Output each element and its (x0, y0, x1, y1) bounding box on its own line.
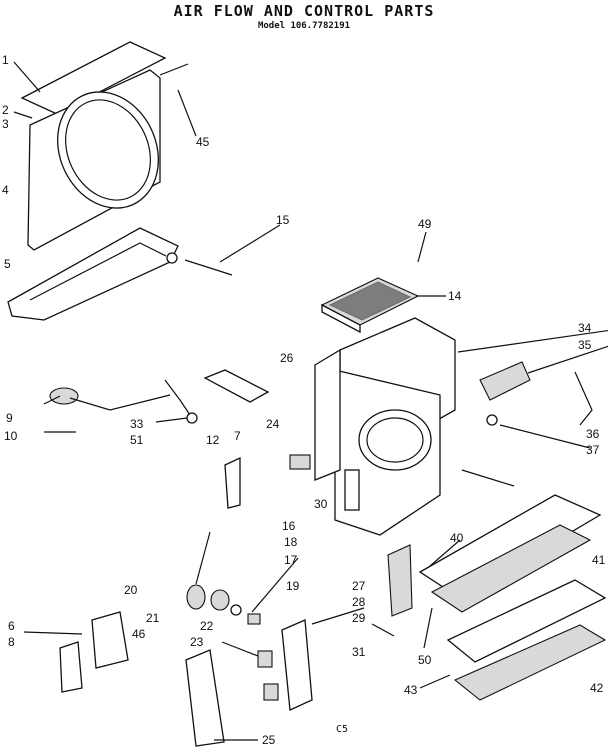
callout-12: 12 (206, 433, 220, 447)
callout-33: 33 (130, 417, 144, 431)
callout-36: 36 (586, 427, 600, 441)
center-housing (314, 317, 456, 536)
diagram-title: AIR FLOW AND CONTROL PARTS (173, 2, 435, 20)
knob-assembly (186, 584, 261, 625)
callout-18: 18 (284, 535, 298, 549)
callout-45: 45 (196, 135, 210, 149)
callout-31: 31 (352, 645, 366, 659)
front-grille-panel (20, 41, 189, 251)
mounting-bracket (203, 369, 311, 509)
callout-9: 9 (6, 411, 13, 425)
callout-43: 43 (404, 683, 418, 697)
filter-grille (320, 277, 420, 334)
callout-14: 14 (448, 289, 462, 303)
callout-50: 50 (418, 653, 432, 667)
callout-6: 6 (8, 619, 15, 633)
callout-4: 4 (2, 183, 9, 197)
callout-37: 37 (586, 443, 600, 457)
callout-labels: 1 2 3 4 5 45 15 49 14 34 35 26 36 37 9 1… (2, 53, 606, 747)
callout-42: 42 (590, 681, 604, 695)
callout-49: 49 (418, 217, 432, 231)
callout-5: 5 (4, 257, 11, 271)
base-pan (7, 227, 233, 321)
callout-27: 27 (352, 579, 366, 593)
control-bracket (479, 361, 593, 426)
callout-34: 34 (578, 321, 592, 335)
shaft-guard (185, 649, 279, 747)
control-cover (59, 611, 129, 693)
callout-29: 29 (352, 611, 366, 625)
callout-17: 17 (284, 553, 298, 567)
leader-lines (13, 61, 608, 741)
callout-26: 26 (280, 351, 294, 365)
callout-10: 10 (4, 429, 18, 443)
callout-24: 24 (266, 417, 280, 431)
callout-15: 15 (276, 213, 290, 227)
callout-23: 23 (190, 635, 204, 649)
callout-51: 51 (130, 433, 144, 447)
damper-lever (49, 379, 198, 424)
callout-21: 21 (146, 611, 160, 625)
callout-46: 46 (132, 627, 146, 641)
callout-22: 22 (200, 619, 214, 633)
callout-25: 25 (262, 733, 276, 747)
callout-30: 30 (314, 497, 328, 511)
callout-19: 19 (286, 579, 300, 593)
callout-40: 40 (450, 531, 464, 545)
callout-3: 3 (2, 117, 9, 131)
callout-8: 8 (8, 635, 15, 649)
callout-28: 28 (352, 595, 366, 609)
callout-41: 41 (592, 553, 606, 567)
callout-7: 7 (234, 429, 241, 443)
callout-20: 20 (124, 583, 138, 597)
page-code: C5 (336, 724, 349, 735)
callout-35: 35 (578, 338, 592, 352)
model-number: Model 106.7782191 (257, 21, 351, 31)
callout-16: 16 (282, 519, 296, 533)
switch-panel (281, 544, 413, 711)
drain-tray (418, 494, 607, 701)
callout-2: 2 (2, 103, 9, 117)
callout-1: 1 (2, 53, 9, 67)
